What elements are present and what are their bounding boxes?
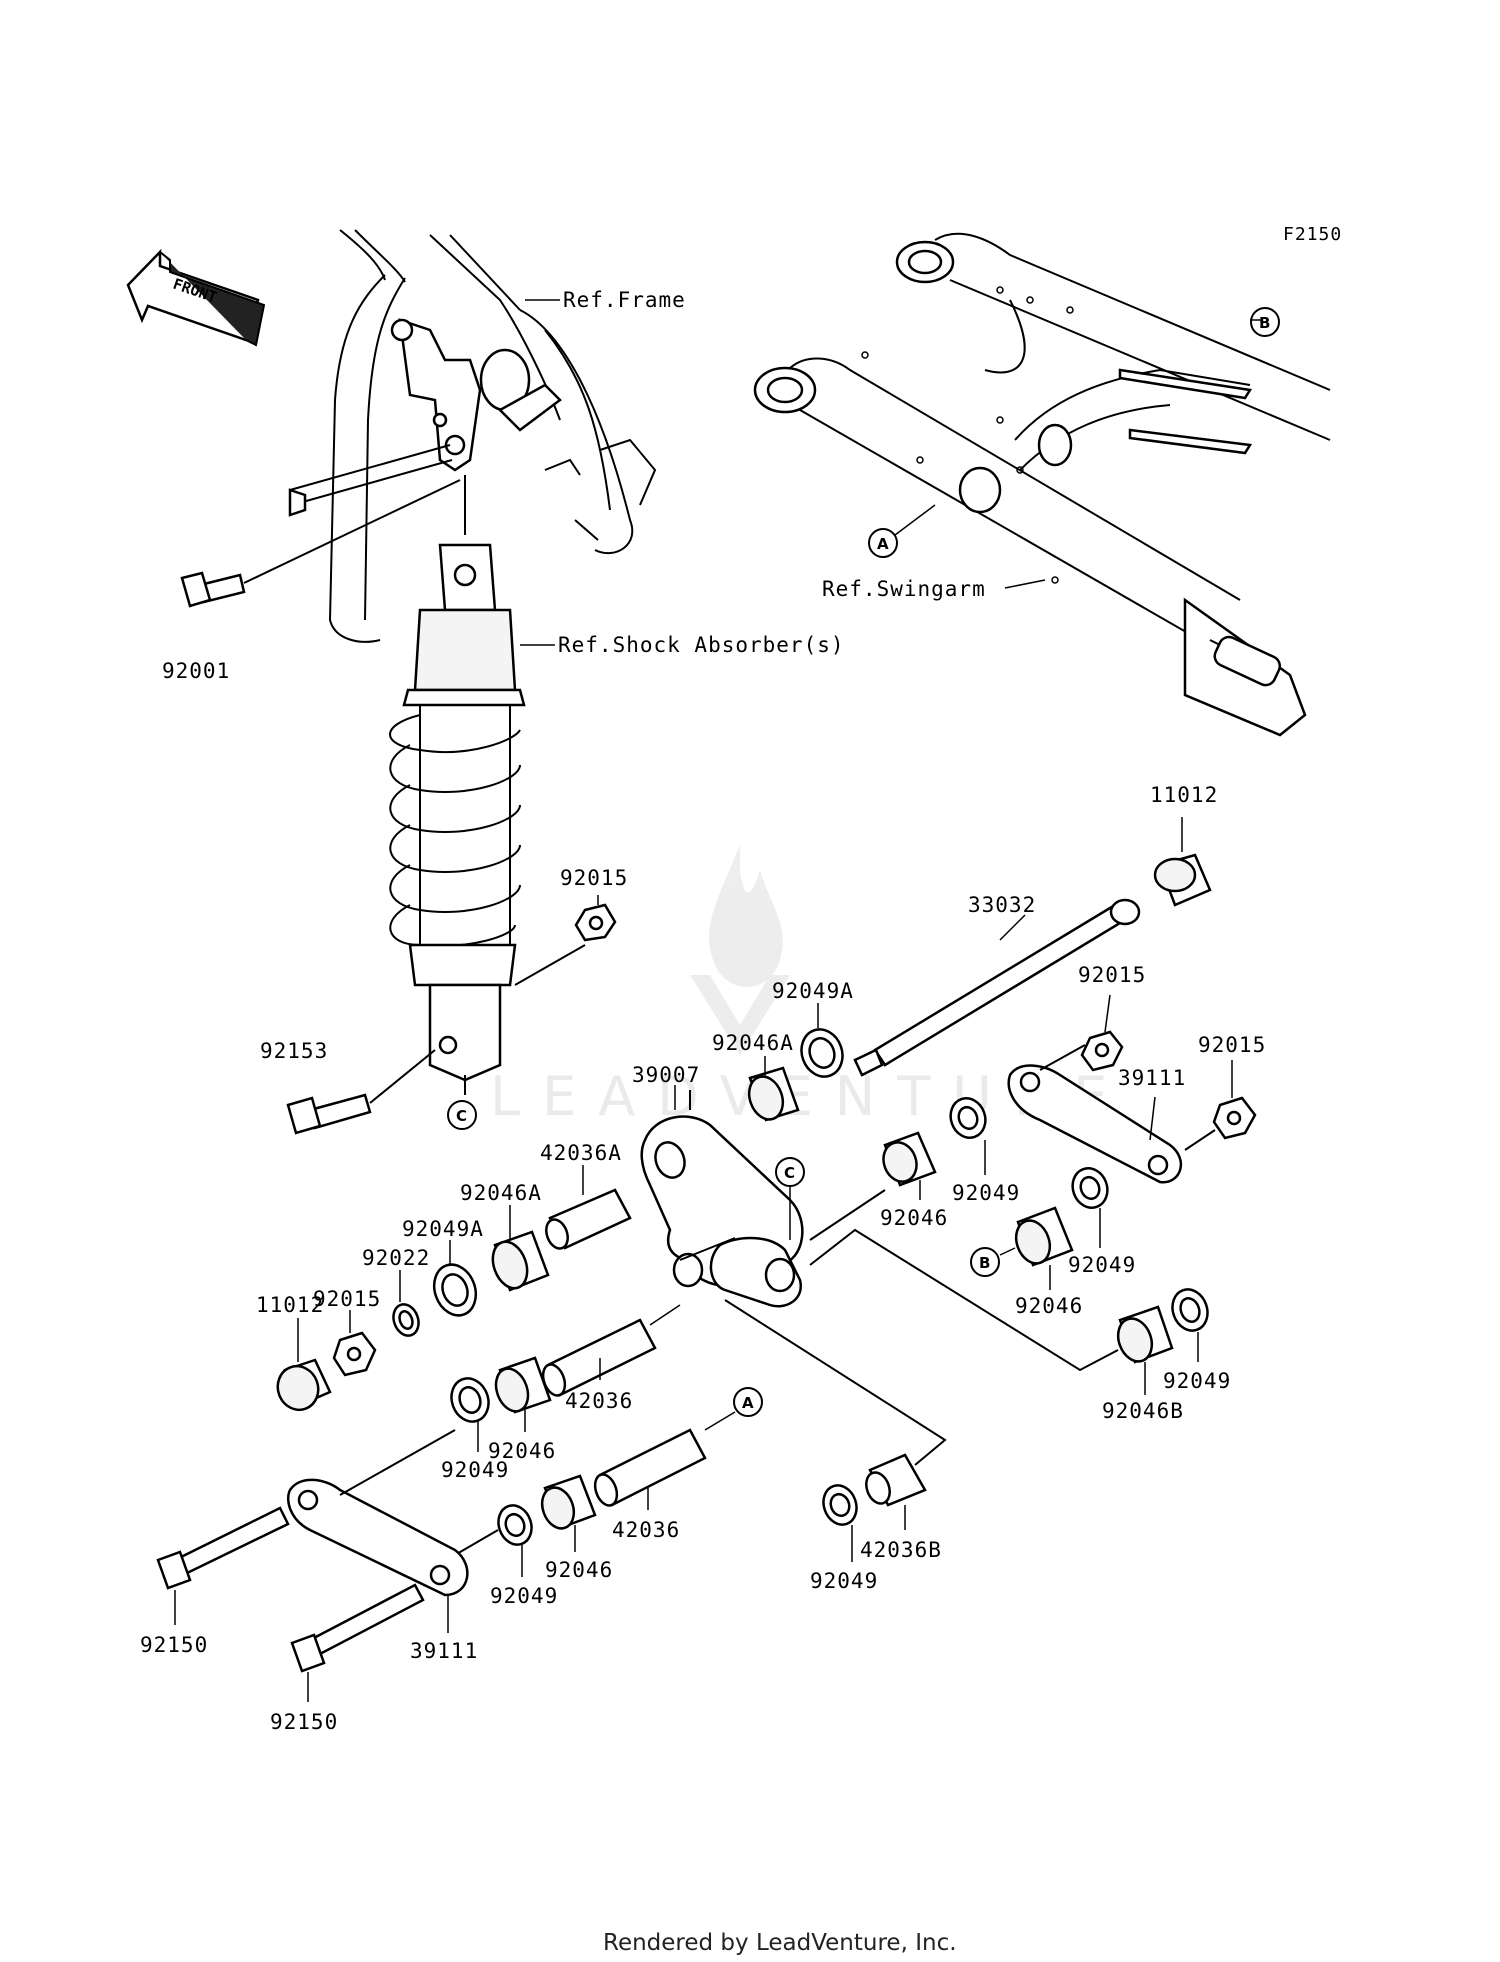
marker-a-collar: A <box>733 1387 763 1417</box>
bolt-92001 <box>180 479 461 608</box>
part-39111-right: 39111 <box>1118 1066 1186 1090</box>
seal-92049-lower <box>454 1504 533 1577</box>
part-92046a-upper: 92046A <box>712 1031 794 1055</box>
part-92015-b: 92015 <box>1078 963 1146 987</box>
part-92001: 92001 <box>162 659 230 683</box>
ref-frame-label: Ref.Frame <box>563 288 686 312</box>
part-39111-lower: 39111 <box>410 1639 478 1663</box>
part-92049-lower: 92049 <box>490 1584 558 1608</box>
marker-c-shock: C <box>447 1100 477 1130</box>
bearing-92046-center-left <box>494 1356 552 1432</box>
part-92046a-left: 92046A <box>460 1181 542 1205</box>
bolt-92150-lower <box>290 1583 425 1702</box>
part-92046-lower: 92046 <box>545 1558 613 1582</box>
part-92046b: 92046B <box>1102 1399 1184 1423</box>
bolt-92153 <box>286 1049 436 1135</box>
part-92150-lower: 92150 <box>270 1710 338 1734</box>
bearing-92046a-left <box>491 1205 550 1292</box>
part-92150-upper: 92150 <box>140 1633 208 1657</box>
nut-92015-c <box>1212 1060 1257 1140</box>
part-92049-far-right: 92049 <box>1163 1369 1231 1393</box>
part-92015-c: 92015 <box>1198 1033 1266 1057</box>
collar-42036b <box>865 1453 927 1530</box>
part-92049a-upper: 92049A <box>772 979 854 1003</box>
marker-a-text-2: A <box>742 1394 754 1412</box>
seal-92049-center-left <box>450 1377 490 1452</box>
part-42036-center: 42036 <box>565 1389 633 1413</box>
part-42036a: 42036A <box>540 1141 622 1165</box>
bearing-92046-right <box>999 1206 1074 1290</box>
seal-92049-far-right <box>1171 1288 1209 1362</box>
cap-11012-right <box>1153 817 1212 907</box>
cap-11012-left <box>276 1318 332 1412</box>
part-33032: 33032 <box>968 893 1036 917</box>
ref-shock-label: Ref.Shock Absorber(s) <box>558 633 845 657</box>
link-39111-right <box>1007 1044 1216 1184</box>
nut-92015-d <box>332 1310 377 1377</box>
part-92022: 92022 <box>362 1246 430 1270</box>
link-39111-lower <box>286 1429 469 1633</box>
watermark-text: LEADVENTURE <box>490 1065 1129 1128</box>
part-11012-left: 11012 <box>256 1293 324 1317</box>
part-92015-d: 92015 <box>313 1287 381 1311</box>
marker-b-bearing: B <box>970 1247 1000 1277</box>
part-92046-right: 92046 <box>1015 1294 1083 1318</box>
shaft-33032 <box>853 898 1141 1077</box>
marker-a-swingarm: A <box>868 528 898 558</box>
ref-swingarm-label: Ref.Swingarm <box>822 577 986 601</box>
part-92049-right-upper: 92049 <box>952 1181 1020 1205</box>
seal-92049-bottom <box>822 1484 858 1562</box>
part-39007: 39007 <box>632 1063 700 1087</box>
part-92046-right-center: 92046 <box>880 1206 948 1230</box>
seal-92049-right-middle <box>1071 1167 1109 1248</box>
seal-92049-right-upper <box>949 1097 987 1175</box>
part-92046-center-left: 92046 <box>488 1439 556 1463</box>
marker-c-rocker: C <box>775 1157 805 1187</box>
part-92049-right-middle: 92049 <box>1068 1253 1136 1277</box>
part-92015-a: 92015 <box>560 866 628 890</box>
seal-92049a-left <box>432 1240 478 1317</box>
marker-c-text: C <box>456 1107 467 1125</box>
collar-42036-lower <box>593 1411 736 1510</box>
nut-92015-b <box>1080 994 1124 1072</box>
shock-absorber <box>389 475 526 1095</box>
watermark: LEADVENTURE <box>490 845 1129 1128</box>
bolt-92150-upper <box>156 1506 290 1625</box>
marker-b-swingarm: B <box>1250 307 1280 337</box>
rocker-arm-39007 <box>640 1090 804 1308</box>
swingarm-illustration <box>753 232 1331 737</box>
collar-42036-center <box>541 1304 681 1397</box>
front-arrow-icon: FRONT <box>126 248 266 347</box>
diagram-code: F2150 <box>1283 224 1342 245</box>
marker-b-text-2: B <box>979 1254 990 1272</box>
part-92049-center-left: 92049 <box>441 1458 509 1482</box>
bearing-92046a-upper <box>747 1056 800 1122</box>
marker-c-text-2: C <box>784 1164 795 1182</box>
nut-92015-a <box>514 895 617 986</box>
marker-a-text: A <box>877 535 889 553</box>
bearing-92046b <box>1116 1305 1174 1395</box>
part-42036-lower: 42036 <box>612 1518 680 1542</box>
washer-92022 <box>392 1270 420 1337</box>
part-92049-bottom: 92049 <box>810 1569 878 1593</box>
part-42036b: 42036B <box>860 1538 942 1562</box>
bearing-92046-right-center <box>882 1131 937 1200</box>
marker-b-text: B <box>1259 314 1270 332</box>
seal-92049a-upper <box>800 1003 844 1078</box>
bearing-92046-lower <box>540 1474 597 1552</box>
frame-illustration <box>288 229 657 643</box>
footer-credit: Rendered by LeadVenture, Inc. <box>603 1930 957 1956</box>
collar-42036a <box>545 1165 632 1250</box>
part-92153: 92153 <box>260 1039 328 1063</box>
part-11012-right: 11012 <box>1150 783 1218 807</box>
part-92049a-left: 92049A <box>402 1217 484 1241</box>
